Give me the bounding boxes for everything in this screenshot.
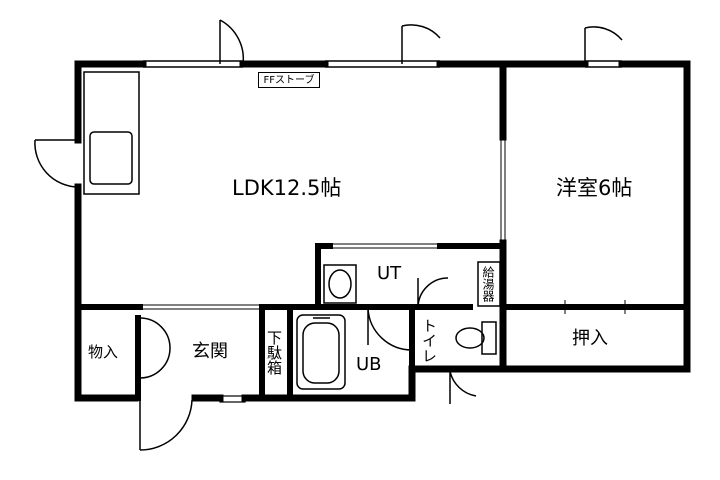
- room-label-western: 洋室6帖: [556, 176, 633, 200]
- kitchen-counter: [83, 71, 140, 195]
- entrance-mat: [219, 395, 246, 403]
- room-label-oshiire: 押入: [572, 328, 608, 349]
- room-label-ut: UT: [377, 263, 402, 284]
- toilet-fixture: [455, 321, 497, 355]
- room-label-getabako: 下駄箱: [265, 330, 283, 375]
- room-label-ldk: LDK12.5帖: [232, 176, 342, 200]
- room-label-water-heater: 給湯器: [481, 266, 495, 302]
- room-label-monoire: 物入: [88, 343, 119, 361]
- ff-stove-label: FFストーブ: [258, 72, 320, 88]
- bathtub: [296, 314, 346, 390]
- door-swings: [34, 19, 623, 451]
- room-label-genkan: 玄関: [192, 341, 228, 362]
- sliding-tracks: [140, 137, 687, 314]
- washbasin: [323, 264, 357, 304]
- room-label-ub: UB: [356, 354, 382, 375]
- window-lines: [143, 60, 622, 68]
- interior-walls: [75, 243, 690, 401]
- room-label-toilet: トイレ: [420, 318, 438, 363]
- water-heater-box: [477, 261, 501, 307]
